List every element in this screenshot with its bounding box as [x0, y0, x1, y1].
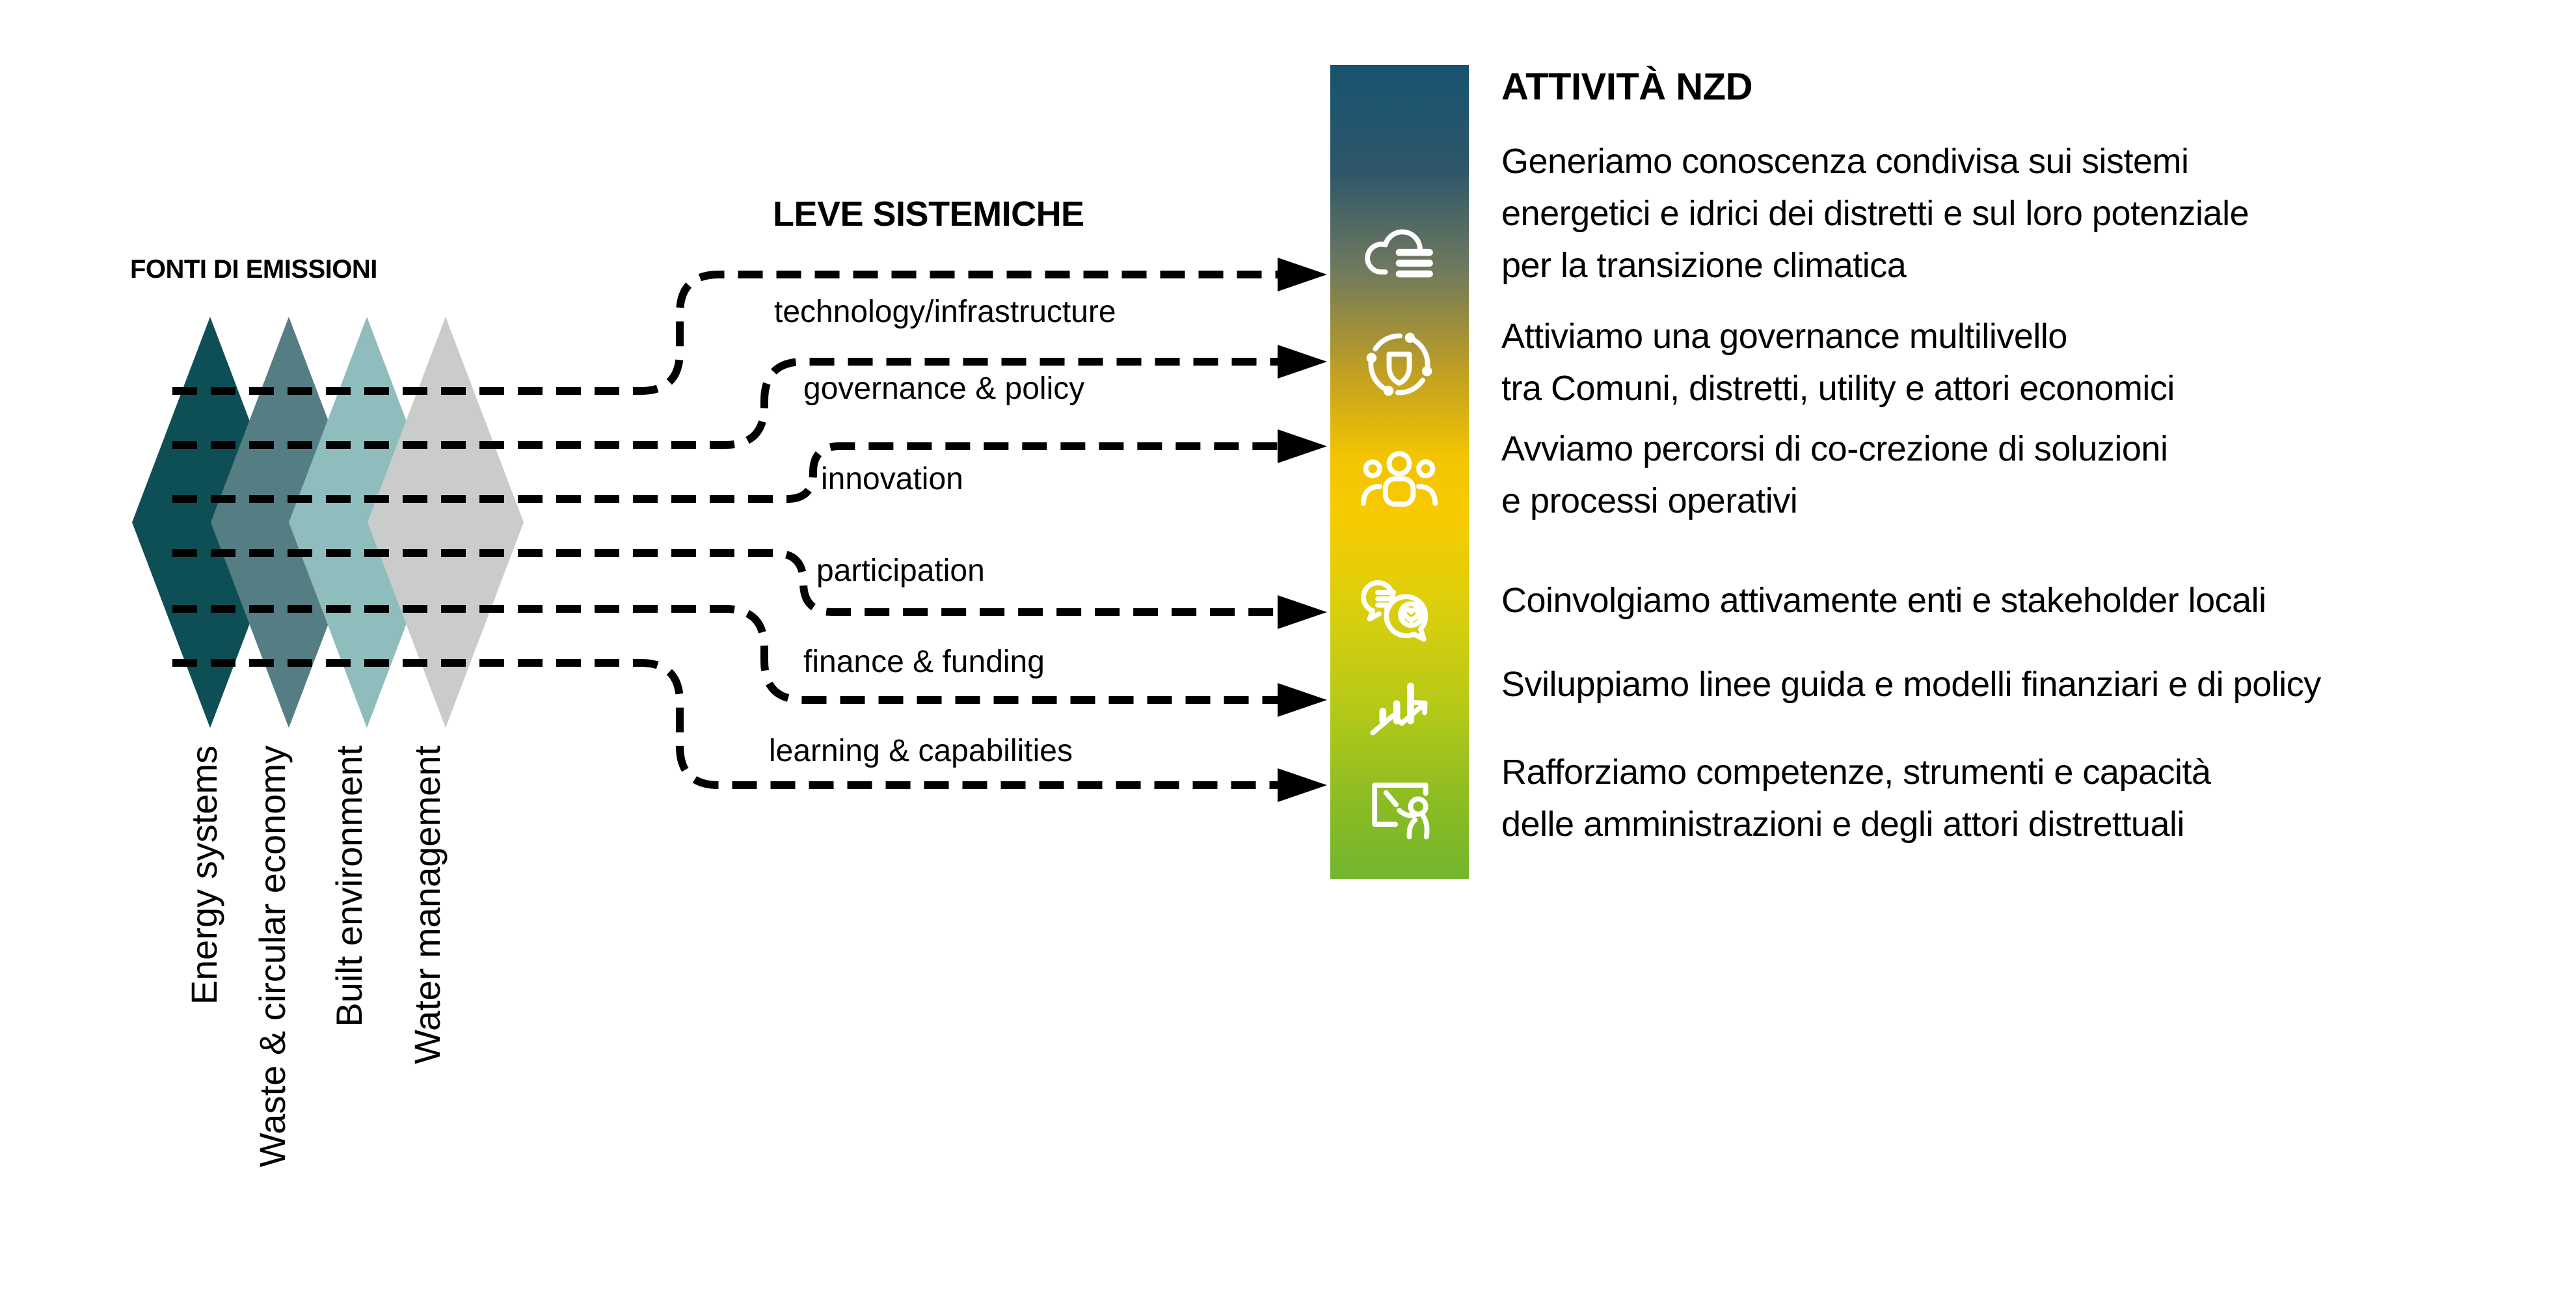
training-icon — [1358, 764, 1441, 847]
arrowhead-icon — [1278, 429, 1327, 463]
activity-text-training: Rafforziamo competenze, strumenti e capa… — [1501, 753, 2211, 844]
lever-label-finance: finance & funding — [803, 645, 1045, 679]
lever-path-participation — [172, 549, 1279, 616]
co-creation-icon — [1358, 441, 1441, 524]
lever-path-learning — [172, 659, 1279, 789]
lever-label-participation: participation — [816, 554, 985, 588]
arrowhead-icon — [1278, 345, 1327, 379]
activity-text-finance: Sviluppiamo linee guida e modelli finanz… — [1501, 665, 2321, 704]
activities-heading: ATTIVITÀ NZD — [1501, 66, 1752, 108]
emissions-heading: FONTI DI EMISSIONI — [130, 255, 377, 284]
lever-label-governance: governance & policy — [803, 371, 1085, 406]
levers-heading: LEVE SISTEMICHE — [773, 194, 1084, 234]
lever-label-innovation: innovation — [821, 462, 963, 496]
activity-text-co-creation: Avviamo percorsi di co-crezione di soluz… — [1501, 429, 2168, 520]
arrowhead-icon — [1278, 258, 1327, 291]
arrowhead-icon — [1278, 768, 1327, 802]
diamond-built-environment — [289, 317, 445, 728]
activity-text-knowledge: Generiamo conoscenza condivisa sui siste… — [1501, 142, 2249, 285]
emission-label-built-environment: Built environment — [329, 745, 369, 1027]
emission-label-energy-systems: Energy systems — [183, 745, 224, 1005]
emission-label-waste-circular-economy: Waste & circular economy — [252, 745, 293, 1168]
activity-text-governance: Attiviamo una governance multilivello tr… — [1501, 317, 2175, 408]
arrowhead-icon — [1278, 683, 1327, 717]
finance-icon — [1358, 660, 1441, 743]
lever-path-technology — [172, 271, 1279, 395]
diamond-water-management — [368, 317, 524, 728]
lever-path-innovation — [172, 442, 1279, 503]
cloud-data-icon — [1358, 212, 1441, 295]
emission-label-water-management: Water management — [407, 745, 448, 1064]
engagement-icon — [1358, 567, 1441, 650]
lever-label-learning: learning & capabilities — [769, 734, 1073, 768]
activity-text-engagement: Coinvolgiamo attivamente enti e stakehol… — [1501, 581, 2266, 620]
lever-path-governance — [172, 358, 1279, 449]
lever-path-finance — [172, 605, 1279, 704]
lever-label-technology: technology/infrastructure — [774, 295, 1116, 329]
governance-icon — [1358, 323, 1441, 406]
diamond-energy-systems — [132, 317, 288, 728]
arrowhead-icon — [1278, 595, 1327, 629]
